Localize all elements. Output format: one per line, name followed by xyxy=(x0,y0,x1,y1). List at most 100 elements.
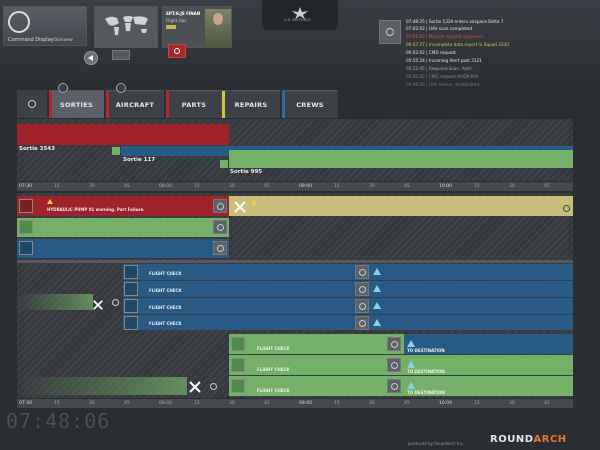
status-circle-icon xyxy=(563,205,570,212)
user-status-badge xyxy=(166,25,176,29)
alert-item[interactable]: 05:55:24 | Incoming Alert post 3121 xyxy=(406,58,482,63)
sortie-label: Sortie 995 xyxy=(230,169,263,175)
app-sub: Overview xyxy=(54,37,73,42)
user-role: Flight Ops xyxy=(166,18,187,23)
status-circle-icon xyxy=(391,362,398,369)
alert-item[interactable]: 06:02:02 | CMD request xyxy=(406,50,456,55)
destination-icon xyxy=(373,285,381,292)
warning-icon xyxy=(58,83,68,93)
aircraft-icon xyxy=(124,316,138,330)
flight-check-label: FLIGHT CHECK xyxy=(257,367,290,372)
destination-icon xyxy=(373,319,381,326)
emblem-text: U.S. AIR FORCE xyxy=(284,18,311,22)
warning-text: HYDRAULIC PUMP 01 warning. Part Failure. xyxy=(47,207,145,212)
avatar xyxy=(205,9,231,47)
wrench-icon xyxy=(233,199,247,218)
status-circle-icon xyxy=(359,286,366,293)
destination-icon xyxy=(407,361,415,368)
aircraft-icon xyxy=(19,241,33,255)
user-card[interactable]: SPT.H.JS FINAN Flight Ops xyxy=(162,6,232,48)
alert-item[interactable]: 06:47:27 | Incomplete data report in Squ… xyxy=(406,42,509,47)
status-circle-icon xyxy=(217,245,224,252)
brand-logo: ROUNDARCH xyxy=(490,434,567,445)
status-circle-icon xyxy=(112,299,119,306)
aircraft-icon xyxy=(19,199,33,213)
destination-icon xyxy=(407,382,415,389)
status-circle-icon xyxy=(217,224,224,231)
status-circle-icon xyxy=(210,383,217,390)
flight-row[interactable]: FLIGHT CHECK xyxy=(123,298,573,314)
power-button[interactable] xyxy=(168,44,186,58)
status-circle-icon xyxy=(391,383,398,390)
alert-item[interactable]: 07:01:02 | Mission request approved xyxy=(406,34,483,39)
chevron-left-icon xyxy=(88,55,93,61)
flight-check-label: FLIGHT CHECK xyxy=(149,321,182,326)
warning-icon xyxy=(47,199,53,204)
destination-icon xyxy=(407,340,415,347)
aircraft-icon xyxy=(231,358,245,372)
green-fade xyxy=(17,377,187,395)
flight-row[interactable]: FLIGHT CHECK TO DESTINATION xyxy=(229,355,573,375)
group-separator xyxy=(17,260,573,263)
green-fade xyxy=(17,294,93,310)
warning-icon xyxy=(251,200,257,205)
aircraft-row[interactable] xyxy=(17,239,229,258)
app-card[interactable]: Command Display Overview xyxy=(3,6,87,46)
flight-row[interactable]: FLIGHT CHECK xyxy=(123,264,573,280)
emblem-panel: U.S. AIR FORCE xyxy=(262,0,338,30)
time-ruler-bottom: 07:30 15 30 45 08:00 15 30 45 09:00 15 3… xyxy=(17,399,573,408)
wrench-icon xyxy=(188,379,202,398)
alert-item[interactable]: 05:22:45 | Required Scan. Alert. xyxy=(406,66,473,71)
flight-row[interactable]: FLIGHT CHECK TO DESTINATION xyxy=(229,376,573,396)
tab-crews[interactable]: CREWS xyxy=(282,90,338,118)
app-label: Command Display xyxy=(8,37,54,43)
aircraft-row[interactable] xyxy=(17,218,229,237)
produced-by: produced by Roundarch Inc. xyxy=(408,441,465,446)
tab-home-button[interactable] xyxy=(17,90,47,118)
alerts-toggle-button[interactable] xyxy=(379,20,401,44)
to-destination-label: TO DESTINATION xyxy=(407,369,445,374)
alert-item[interactable]: 07:02:02 | UAV scan completed xyxy=(406,26,472,31)
flight-row[interactable]: FLIGHT CHECK xyxy=(123,315,573,330)
tab-sorties[interactable]: SORTIES xyxy=(49,90,104,118)
warning-icon xyxy=(116,83,126,93)
alert-item[interactable]: 05:02:02 | CMD request HUDP-899 xyxy=(406,74,479,79)
flight-row[interactable]: FLIGHT CHECK xyxy=(123,281,573,297)
user-name: SPT.H.JS FINAN xyxy=(166,11,201,16)
sortie-bar[interactable] xyxy=(17,124,229,145)
aircraft-icon xyxy=(231,337,245,351)
aircraft-icon xyxy=(124,282,138,296)
map-card[interactable] xyxy=(94,6,158,48)
sortie-marker xyxy=(112,147,120,155)
sortie-label: Sortie 117 xyxy=(123,157,156,163)
tab-parts[interactable]: PARTS xyxy=(166,90,222,118)
alerts-list: 07:48:25 | Sortie 5329 enters airspace D… xyxy=(406,19,586,89)
aircraft-row[interactable]: HYDRAULIC PUMP 01 warning. Part Failure. xyxy=(17,196,229,216)
back-button[interactable] xyxy=(84,51,98,65)
flight-check-label: FLIGHT CHECK xyxy=(257,346,290,351)
to-destination-label: TO DESTINATION xyxy=(407,390,445,395)
flight-check-label: FLIGHT CHECK xyxy=(149,305,182,310)
tab-aircraft[interactable]: AIRCRAFT xyxy=(106,90,164,118)
aircraft-icon xyxy=(19,220,33,234)
alert-item[interactable]: 07:48:25 | Sortie 5329 enters airspace D… xyxy=(406,19,504,24)
sortie-label: Sortie 3543 xyxy=(19,146,55,152)
sortie-marker xyxy=(220,160,228,168)
map-expand-button[interactable] xyxy=(112,50,130,60)
clock: 07:48:06 xyxy=(6,409,111,433)
flight-check-label: FLIGHT CHECK xyxy=(149,288,182,293)
app-logo-icon xyxy=(8,11,30,33)
repair-row[interactable] xyxy=(229,196,573,216)
destination-row[interactable]: TO DESTINATION xyxy=(404,334,573,354)
status-circle-icon xyxy=(359,269,366,276)
to-destination-label: TO DESTINATION xyxy=(407,348,445,353)
tab-repairs[interactable]: REPAIRS xyxy=(222,90,280,118)
status-circle-icon xyxy=(391,341,398,348)
sortie-bar[interactable] xyxy=(229,150,573,168)
flight-row[interactable]: FLIGHT CHECK xyxy=(229,334,404,354)
destination-icon xyxy=(373,268,381,275)
world-map-icon xyxy=(101,13,151,37)
status-circle-icon xyxy=(217,203,224,210)
air-force-emblem-icon xyxy=(292,4,308,23)
alert-item[interactable]: 04:48:30 | UAV sensor recalibrated xyxy=(406,82,480,87)
